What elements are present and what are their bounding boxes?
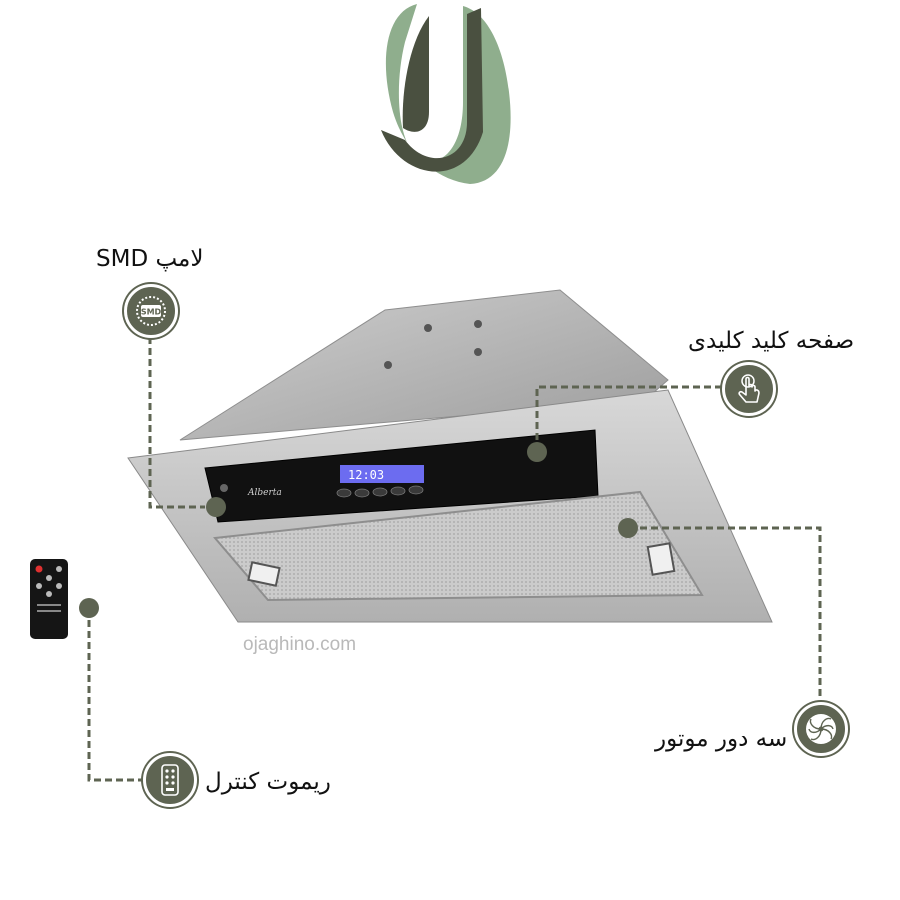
motor-label: سه دور موتور — [655, 726, 788, 752]
smd-chip-icon: SMD — [136, 296, 166, 326]
remote-label: ریموت کنترل — [205, 769, 331, 795]
fan-icon — [806, 714, 836, 744]
svg-text:Alberta: Alberta — [247, 488, 282, 498]
motor-badge — [794, 702, 848, 756]
remote-control-icon — [161, 764, 179, 796]
touch-hand-icon — [738, 374, 760, 403]
remote-control-image — [30, 559, 68, 639]
smd-icon-text: SMD — [141, 308, 162, 317]
smd-lamp-marker — [206, 497, 226, 517]
smd-lamp-label: لامپ SMD — [96, 246, 204, 272]
watermark-text: ojaghino.com — [243, 634, 357, 655]
range-hood-image: 12:03 Alberta — [127, 289, 773, 623]
smd-lamp-badge: SMD — [124, 284, 178, 338]
logo-mark — [381, 4, 511, 184]
remote-badge — [143, 753, 197, 807]
display-readout: 12:03 — [348, 468, 384, 482]
remote-marker — [79, 598, 99, 618]
keypad-marker — [527, 442, 547, 462]
keypad-badge — [722, 362, 776, 416]
keypad-label: صفحه کلید کلیدی — [688, 328, 855, 354]
motor-marker — [618, 518, 638, 538]
